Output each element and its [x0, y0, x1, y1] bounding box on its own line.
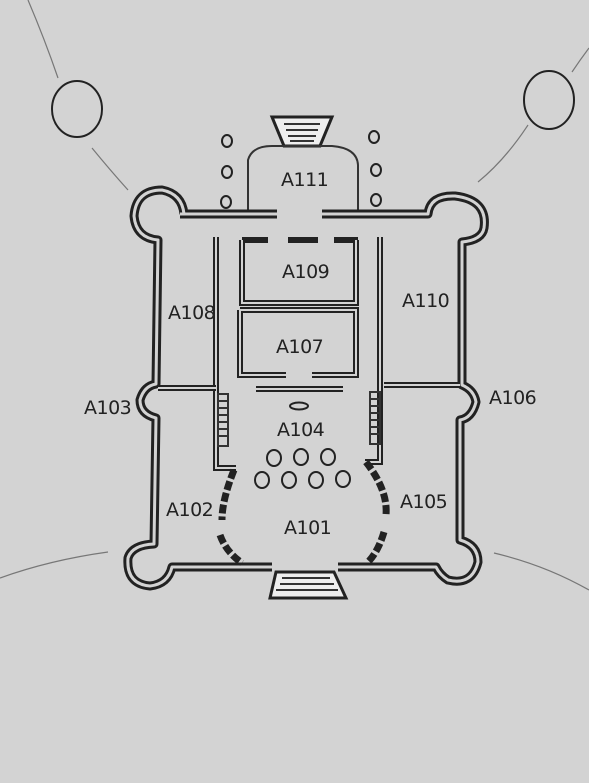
stairs-west: [217, 393, 229, 447]
label-a102: A102: [166, 499, 213, 521]
outer-tower-east: [523, 70, 575, 130]
label-a101: A101: [284, 517, 331, 539]
a111-apse: [247, 145, 359, 212]
label-a104: A104: [277, 419, 325, 441]
label-a110: A110: [402, 290, 449, 312]
north-gate: [269, 115, 335, 148]
room-labels: A111 A109 A108 A110 A107 A103 A106 A104 …: [84, 169, 537, 539]
label-a109: A109: [282, 261, 329, 283]
label-a107: A107: [276, 336, 323, 358]
a111-columns: [220, 130, 382, 209]
label-a106: A106: [489, 387, 536, 409]
terrain-lines: [0, 0, 589, 591]
outer-tower-west: [51, 80, 103, 138]
curved-walls: [216, 459, 390, 566]
interior-walls: [158, 237, 460, 471]
a104-pillars: [254, 448, 351, 489]
south-gate: [268, 570, 349, 600]
label-a105: A105: [400, 491, 447, 513]
outer-wall: [123, 185, 489, 591]
altar: [289, 401, 309, 411]
label-a103: A103: [84, 397, 131, 419]
label-a108: A108: [168, 302, 215, 324]
label-a111: A111: [281, 169, 328, 191]
stairs-east: [369, 391, 381, 445]
